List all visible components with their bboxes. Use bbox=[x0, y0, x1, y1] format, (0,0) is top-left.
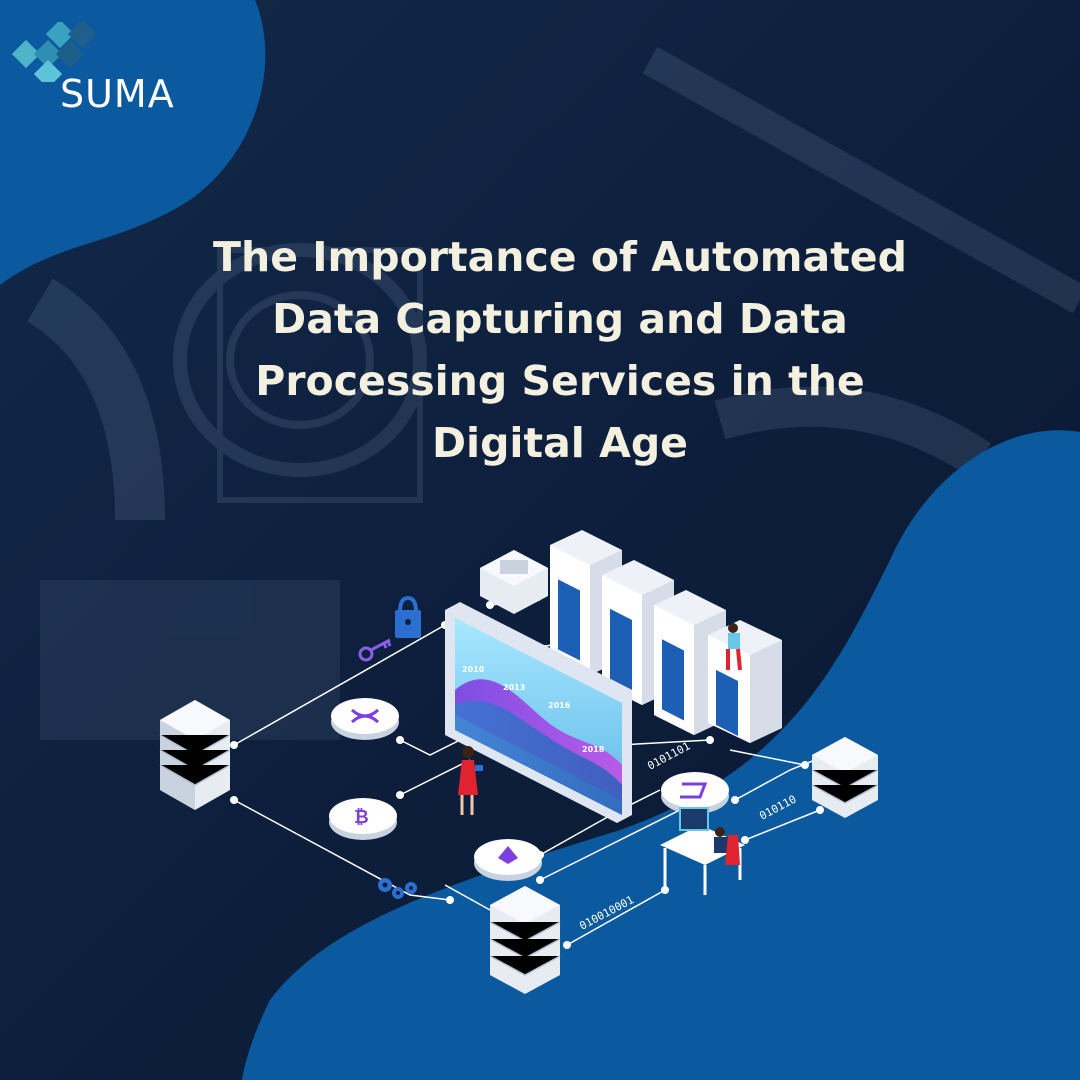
headline-line: The Importance of Automated bbox=[213, 233, 907, 281]
suma-logo bbox=[8, 19, 198, 122]
svg-text:₿: ₿ bbox=[354, 807, 369, 828]
chart-monitor: 2010 2013 2016 2018 bbox=[445, 602, 632, 823]
connector-lines bbox=[233, 599, 821, 946]
binary-label: 010110 bbox=[757, 793, 798, 823]
binary-label: 0101101 bbox=[645, 739, 692, 772]
key-icon bbox=[358, 638, 392, 662]
dash-coin-icon bbox=[661, 772, 729, 814]
server-stack-right bbox=[811, 737, 879, 818]
gears-icon bbox=[378, 878, 417, 899]
headline-line: Data Capturing and Data bbox=[272, 295, 848, 343]
woman-figure bbox=[458, 746, 483, 815]
ethereum-coin-icon bbox=[474, 839, 542, 881]
bottom-right-blob bbox=[242, 430, 1080, 1080]
bitcoin-coin-icon: ₿ bbox=[329, 798, 397, 840]
server-stack-bottom bbox=[489, 886, 561, 994]
chart-year-label: 2018 bbox=[582, 745, 605, 754]
chart-year-label: 2013 bbox=[503, 683, 525, 692]
headline-line: Digital Age bbox=[432, 419, 688, 467]
lock-icon bbox=[395, 595, 421, 638]
logo-wordmark: SUMA bbox=[60, 72, 175, 116]
man-on-tower-figure bbox=[726, 623, 742, 671]
server-stack-top bbox=[480, 550, 548, 614]
ripple-coin-icon bbox=[331, 698, 399, 740]
server-stack-left bbox=[159, 700, 231, 810]
chart-year-label: 2010 bbox=[462, 665, 485, 674]
binary-label: 010010001 bbox=[577, 893, 636, 932]
headline-line: Processing Services in the bbox=[255, 357, 865, 405]
chart-year-label: 2016 bbox=[548, 701, 571, 710]
desk-worker-figure bbox=[660, 807, 745, 895]
top-left-blob bbox=[0, 0, 266, 285]
logo-diamonds bbox=[11, 19, 97, 89]
headline: The Importance of Automated Data Capturi… bbox=[150, 226, 970, 474]
